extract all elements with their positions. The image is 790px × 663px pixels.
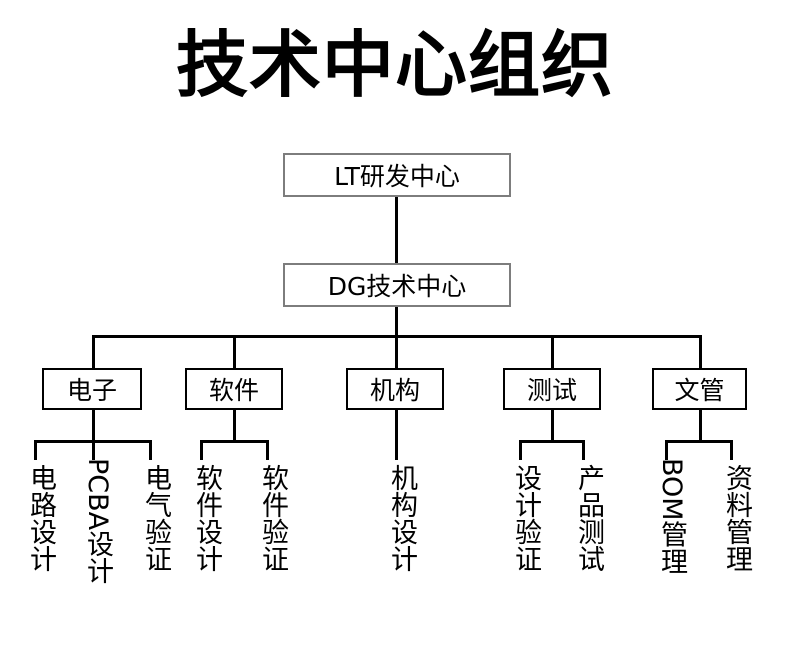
- leaf-circuit-design[interactable]: 电路设计: [25, 464, 56, 572]
- node-department-software[interactable]: 软件: [185, 368, 283, 410]
- connector-root-to-center: [395, 197, 398, 263]
- node-department-testing[interactable]: 测试: [503, 368, 601, 410]
- node-department-electronics[interactable]: 电子: [42, 368, 142, 410]
- connector-drop-docmanagement-1: [665, 440, 668, 460]
- connector-drop-dept-4: [551, 335, 554, 368]
- connector-drop-software-1: [200, 440, 203, 460]
- leaf-software-design[interactable]: 软件设计: [191, 464, 222, 572]
- leaf-document-management[interactable]: 资料管理: [721, 464, 752, 572]
- connector-trunk-testing: [551, 410, 554, 440]
- node-center[interactable]: DG技术中心: [283, 263, 511, 307]
- connector-trunk-software: [233, 410, 236, 440]
- node-department-mechanical[interactable]: 机构: [346, 368, 444, 410]
- node-department-testing-label: 测试: [526, 376, 577, 405]
- connector-trunk-docmanagement: [699, 410, 702, 440]
- connector-bus-docmanagement: [665, 440, 733, 443]
- node-root[interactable]: LT研发中心: [283, 153, 511, 197]
- connector-drop-dept-2: [233, 335, 236, 368]
- node-center-label: DG技术中心: [327, 272, 467, 301]
- connector-bus-software: [200, 440, 269, 443]
- connector-drop-testing-2: [582, 440, 585, 460]
- node-root-label: LT研发中心: [334, 162, 460, 191]
- leaf-electrical-verification[interactable]: 电气验证: [140, 464, 171, 572]
- leaf-software-verification[interactable]: 软件验证: [257, 464, 288, 572]
- connector-bus-testing: [519, 440, 585, 443]
- connector-drop-electronics-2: [92, 440, 95, 460]
- node-department-software-label: 软件: [208, 376, 259, 405]
- leaf-bom-management[interactable]: BOM管理: [656, 458, 687, 575]
- node-department-docmanagement-label: 文管: [674, 376, 725, 405]
- leaf-product-testing[interactable]: 产品测试: [573, 464, 604, 572]
- connector-drop-testing-1: [519, 440, 522, 460]
- connector-drop-dept-5: [699, 335, 702, 368]
- connector-drop-software-2: [266, 440, 269, 460]
- page-title: 技术中心组织: [175, 23, 614, 107]
- leaf-mechanical-design[interactable]: 机构设计: [386, 464, 417, 572]
- node-department-mechanical-label: 机构: [369, 376, 420, 405]
- connector-trunk-electronics: [92, 410, 95, 440]
- leaf-pcba-design[interactable]: PCBA设计: [82, 458, 113, 585]
- connector-drop-dept-3: [395, 335, 398, 368]
- node-department-docmanagement[interactable]: 文管: [652, 368, 747, 410]
- connector-drop-electronics-3: [149, 440, 152, 460]
- connector-drop-electronics-1: [34, 440, 37, 460]
- leaf-design-verification[interactable]: 设计验证: [510, 464, 541, 572]
- connector-drop-docmanagement-2: [730, 440, 733, 460]
- connector-trunk-mechanical: [395, 410, 398, 460]
- node-department-electronics-label: 电子: [66, 376, 117, 405]
- connector-drop-dept-1: [92, 335, 95, 368]
